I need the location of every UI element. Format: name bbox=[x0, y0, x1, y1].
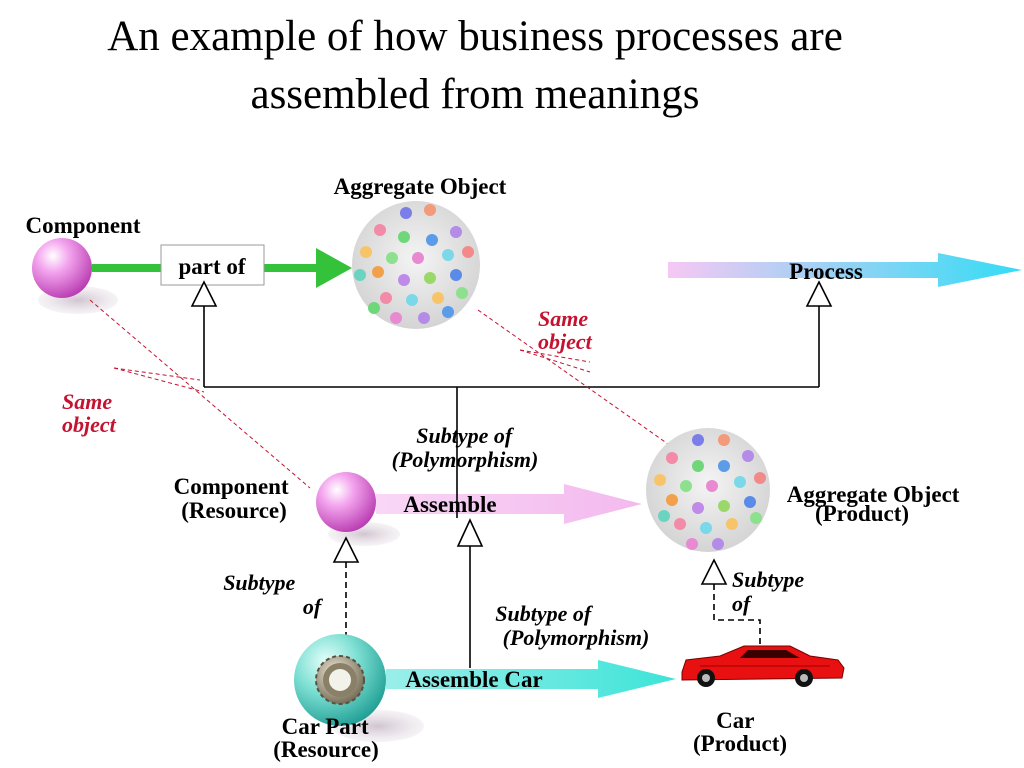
assemble-label: Assemble bbox=[403, 492, 496, 517]
assemble-arrow bbox=[376, 484, 642, 524]
red-sports-car-icon bbox=[681, 645, 845, 687]
aggregate-product-beads bbox=[654, 434, 766, 550]
subtype-left-label: Subtype of bbox=[223, 570, 324, 619]
subtype-poly-top-label: Subtype of (Polymorphism) bbox=[392, 423, 539, 472]
inheritance-lines bbox=[203, 305, 820, 490]
part-of-arrowhead bbox=[316, 248, 352, 288]
aggregate-top-label: Aggregate Object bbox=[334, 174, 507, 199]
gear-icon bbox=[315, 655, 365, 705]
subtype-triangle-product bbox=[700, 558, 728, 585]
process-label: Process bbox=[789, 259, 863, 284]
component-top-label: Component bbox=[25, 213, 140, 238]
title-line-1: An example of how business processes are bbox=[107, 13, 843, 60]
assemble-car-label: Assemble Car bbox=[405, 667, 542, 692]
same-object-left-label: Same object bbox=[62, 389, 118, 437]
part-of-box bbox=[160, 244, 265, 286]
pink-sphere-icon bbox=[32, 238, 92, 298]
subtype-dashed-product bbox=[713, 584, 761, 648]
part-of-arrow-shaft-left bbox=[92, 264, 162, 272]
slide-title: An example of how business processes are… bbox=[0, 8, 950, 124]
subtype-right-label: Subtype of bbox=[732, 567, 810, 616]
same-object-right-label: Same object bbox=[538, 306, 594, 354]
component-resource-label: Component (Resource) bbox=[174, 474, 295, 523]
process-arrow bbox=[668, 253, 1022, 287]
car-label: Car (Product) bbox=[693, 708, 787, 756]
car-part-label: Car Part (Resource) bbox=[273, 714, 379, 762]
subtype-triangle-partof bbox=[190, 280, 218, 307]
aggregate-top-beads bbox=[354, 204, 474, 324]
part-of-label: part of bbox=[178, 254, 245, 279]
subtype-poly-bottom-label: Subtype of (Polymorphism) bbox=[495, 601, 649, 650]
aggregate-product-label: Aggregate Object (Product) bbox=[787, 482, 965, 526]
assemble-car-arrow bbox=[386, 660, 676, 698]
pink-sphere-icon-resource bbox=[316, 472, 376, 532]
title-line-2: assembled from meanings bbox=[250, 71, 700, 118]
same-object-links bbox=[89, 299, 669, 489]
part-of-arrow-shaft-right bbox=[264, 264, 320, 272]
subtype-triangle-assemble bbox=[456, 518, 484, 547]
subtype-triangle-process bbox=[805, 280, 833, 307]
